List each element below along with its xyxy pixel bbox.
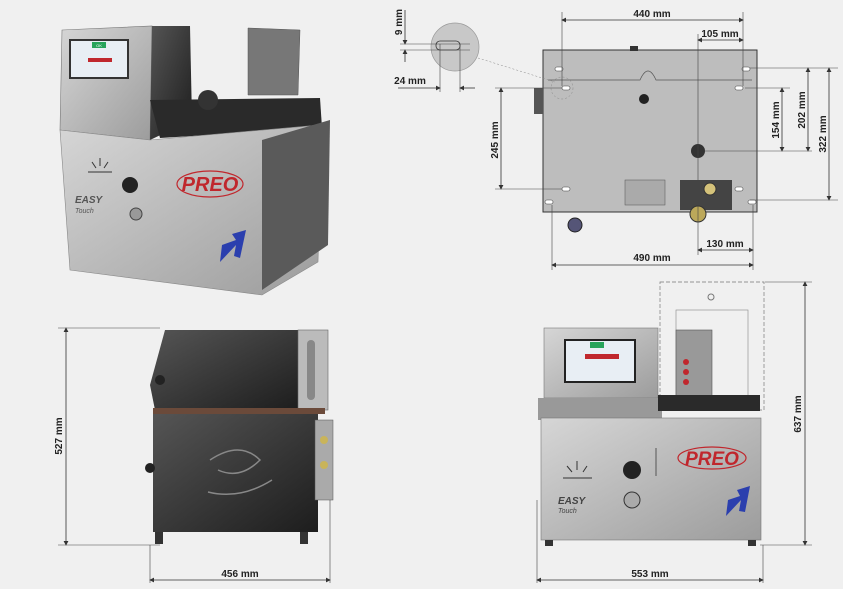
side-valve-block [314,419,334,501]
brand-logo-iso: PREO [182,174,239,196]
front-screen-status-bar [585,354,619,359]
bracket-fitting [683,379,689,385]
front-view: PREO EASY Touch 637 mm 553 mm [536,281,812,583]
power-switch [129,207,143,221]
rear-connector [630,46,638,51]
model-sub-logo-front: Touch [558,508,577,515]
side-fitting-upper [320,436,328,444]
top-view: 440 mm 105 mm 154 mm 202 mm 322 mm 245 m… [394,9,838,270]
work-tray [150,98,322,138]
side-tray-edge [153,408,325,414]
dim-527: 527 mm [54,417,65,454]
front-knob [623,461,641,479]
dim-202: 202 mm [797,91,808,128]
dim-24: 24 mm [394,76,426,87]
dim-490: 490 mm [633,253,670,264]
side-hood [150,330,300,410]
dim-456: 456 mm [221,569,258,580]
p1-logo-front [726,486,750,516]
front-housing-base [538,398,662,420]
screen-ok-badge [92,42,106,48]
side-view: 527 mm 456 mm [54,327,334,583]
fitting [567,217,583,233]
model-sub-logo-iso: Touch [75,208,94,215]
side-panel [262,120,330,290]
front-power-switch [623,491,641,509]
model-logo-iso: EASY [75,195,104,206]
dim-553: 553 mm [631,569,668,580]
front-tray [658,395,760,411]
dim-322: 322 mm [818,115,829,152]
lid-bracket [675,329,713,401]
brand-logo-front: PREO [685,449,739,470]
front-foot-left [545,540,553,546]
dim-130: 130 mm [706,239,743,250]
p-logo-side [207,449,273,495]
brand-logo-ring-front [677,446,747,470]
dim-105: 105 mm [701,29,738,40]
lamp-icon [88,158,112,173]
front-screen-ok-badge [590,342,604,348]
side-connector [145,463,155,473]
side-connector [534,88,543,114]
isometric-view: OK EASY Touch PREO [59,25,330,296]
mounting-slots [544,66,757,205]
front-body [540,417,762,541]
bracket-fitting [683,369,689,375]
side-knob [155,375,165,385]
nozzle [198,90,218,110]
side-lid-slot [307,340,315,400]
dim-245: 245 mm [490,121,501,158]
screen-status-bar [88,58,112,62]
dim-154: 154 mm [771,101,782,138]
lamp-icon-front [563,461,592,479]
side-foot-rear [300,532,308,544]
brand-logo-ring [176,170,244,198]
model-logo-front: EASY [558,496,587,507]
detail-callout [430,22,480,72]
pump-housing [624,179,666,206]
detail-source-circle [550,76,574,100]
side-fitting-lower [320,461,328,469]
dim-9: 9 mm [394,9,405,35]
lid-panel [247,27,301,96]
bracket-fitting [683,359,689,365]
detail-leader-line [477,57,556,83]
drain-port [639,94,649,104]
knob [122,177,138,193]
dim-637: 637 mm [793,395,804,432]
plate-edge-line [548,70,752,81]
front-foot-right [748,540,756,546]
side-foot-front [155,532,163,544]
valve-fitting [703,182,717,196]
screen-status-text: OK [96,43,102,48]
p1-logo [220,230,246,262]
dim-440: 440 mm [633,9,670,20]
lid-hole [707,293,715,301]
